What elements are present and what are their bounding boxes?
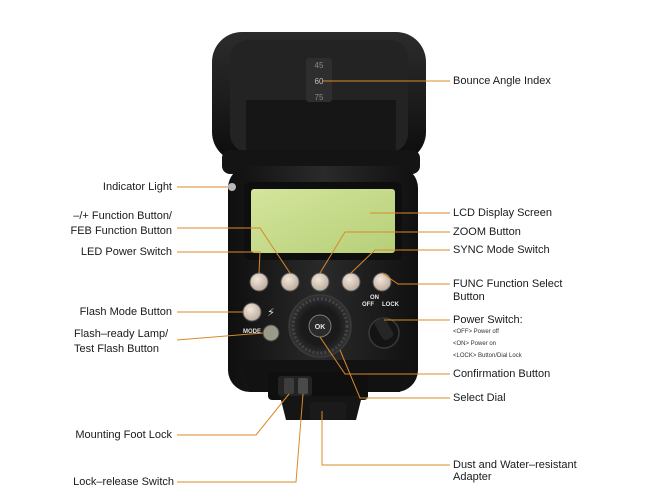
flash-head: [212, 32, 426, 174]
flash-mode-button[interactable]: [242, 302, 262, 322]
label-function-button-1: –/+ Function Button/: [73, 210, 172, 222]
func-select-button[interactable]: [372, 272, 392, 292]
off-text: OFF: [362, 302, 374, 308]
label-confirmation-button: Confirmation Button: [453, 368, 551, 380]
label-func-select-2: Button: [453, 291, 485, 303]
flash-ready-lamp-button[interactable]: [262, 324, 280, 342]
leader-zoom: [319, 231, 450, 274]
label-dust-water-1: Dust and Water–resistant: [453, 459, 577, 471]
label-indicator-light: Indicator Light: [102, 181, 172, 193]
angle-60-text: 60: [315, 77, 324, 86]
label-sync-mode-switch: SYNC Mode Switch: [453, 244, 550, 256]
sync-mode-button[interactable]: [341, 272, 361, 292]
mode-label: MODE: [243, 329, 261, 335]
label-led-power-switch: LED Power Switch: [80, 246, 172, 258]
leader-lines: [176, 80, 450, 483]
label-func-select-1: FUNC Function Select: [453, 278, 563, 290]
label-select-dial: Select Dial: [453, 392, 506, 404]
led-power-switch-button[interactable]: [249, 272, 269, 292]
label-power-on: <ON> Power on: [453, 341, 497, 347]
lock-text: LOCK: [382, 302, 400, 308]
label-power-off: <OFF> Power off: [453, 329, 499, 335]
leader-ready: [176, 332, 264, 341]
leader-adapter: [321, 411, 450, 466]
mounting-foot-lock[interactable]: [284, 378, 294, 394]
leader-confirm: [319, 336, 450, 375]
bounce-angle-scale: 45 60 75: [306, 58, 332, 102]
power-switch[interactable]: [368, 316, 400, 349]
leader-function: [177, 227, 291, 274]
label-function-button-2: FEB Function Button: [70, 225, 173, 237]
label-flash-ready-2: Test Flash Button: [74, 343, 159, 355]
angle-45-text: 45: [315, 61, 324, 70]
leader-lock-release: [177, 393, 304, 483]
lock-release-switch[interactable]: [298, 378, 308, 394]
leader-sync: [350, 249, 450, 274]
label-power-switch: Power Switch:: [453, 314, 523, 326]
label-zoom-button: ZOOM Button: [453, 226, 521, 238]
lcd-display-screen: [244, 182, 402, 260]
leader-dial: [339, 349, 450, 399]
leader-foot-lock: [177, 393, 290, 436]
label-flash-mode-button: Flash Mode Button: [79, 306, 172, 318]
label-power-lock: <LOCK> Button/Dial Lock: [453, 353, 522, 359]
label-lcd-display-screen: LCD Display Screen: [453, 207, 553, 219]
flash-bolt-icon: ⚡: [267, 306, 275, 319]
function-feb-button[interactable]: [280, 272, 300, 292]
label-lock-release-switch: Lock–release Switch: [73, 476, 174, 488]
zoom-button[interactable]: [310, 272, 330, 292]
angle-75-text: 75: [315, 93, 324, 102]
label-bounce-angle-index: Bounce Angle Index: [453, 75, 551, 87]
label-mounting-foot-lock: Mounting Foot Lock: [75, 429, 172, 441]
label-dust-water-2: Adapter: [453, 471, 492, 483]
leader-func: [381, 272, 450, 285]
leader-led: [177, 251, 261, 274]
ok-text: OK: [315, 324, 326, 331]
label-flash-ready-1: Flash–ready Lamp/: [74, 328, 169, 340]
on-text: ON: [370, 295, 379, 301]
indicator-light: [228, 183, 236, 191]
dust-water-adapter: [310, 402, 346, 420]
